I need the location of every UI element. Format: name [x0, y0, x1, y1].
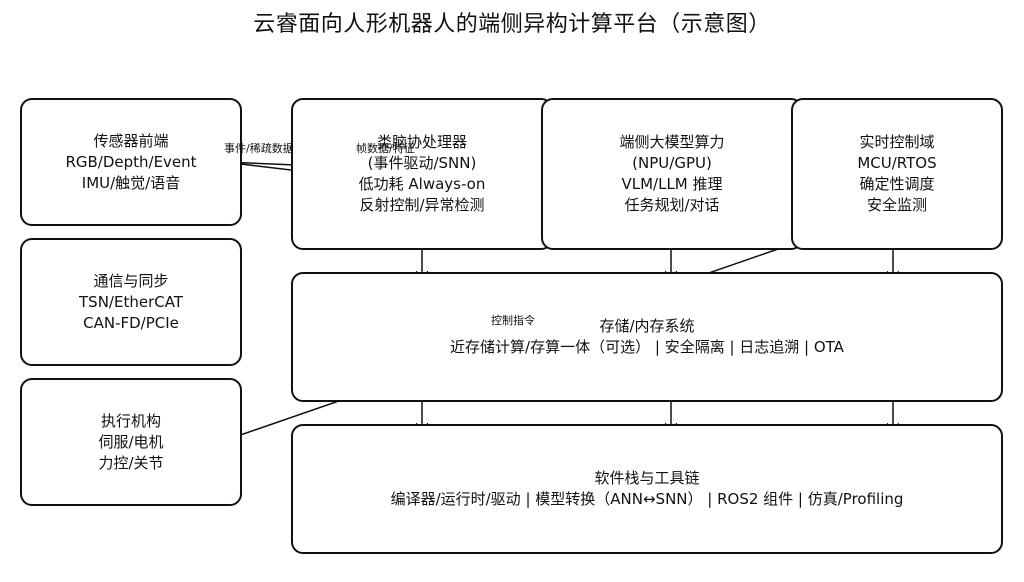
actuator-line-3: 力控/关节 [98, 453, 164, 472]
edge-label-sparse-data: 事件/稀疏数据 [224, 142, 294, 155]
edge-label-control-cmd: 控制指令 [491, 314, 535, 327]
neuro-line-2: (事件驱动/SNN) [367, 154, 477, 172]
neuro-line-3: 低功耗 Always-on [358, 175, 486, 193]
rt-line-3: 确定性调度 [859, 175, 935, 193]
storage-features: 近存储计算/存算一体（可选） | 安全隔离 | 日志追溯 | OTA [450, 338, 844, 356]
edge-label-frame-data: 帧数据/特征 [356, 142, 415, 155]
llm-line-4: 任务规划/对话 [624, 196, 720, 214]
rt-line-2: MCU/RTOS [857, 154, 937, 172]
sensor-line-2: RGB/Depth/Event [65, 152, 197, 171]
comm-line-2: TSN/EtherCAT [79, 292, 183, 311]
comm-title: 通信与同步 [93, 271, 169, 290]
llm-title: 端侧大模型算力 [619, 133, 725, 151]
neuro-line-4: 反射控制/异常检测 [359, 196, 485, 214]
neuro-title: 类脑协处理器 [376, 133, 467, 151]
storage-memory-box: 存储/内存系统 近存储计算/存算一体（可选） | 安全隔离 | 日志追溯 | O… [291, 272, 1003, 402]
sensor-title: 传感器前端 [93, 131, 169, 150]
sensor-line-3: IMU/触觉/语音 [81, 173, 181, 192]
actuator-title: 执行机构 [100, 411, 161, 430]
actuator-line-2: 伺服/电机 [98, 432, 164, 451]
llm-line-2: (NPU/GPU) [632, 154, 712, 172]
rt-line-4: 安全监测 [866, 196, 927, 214]
software-toolchain-box: 软件栈与工具链 编译器/运行时/驱动 | 模型转换（ANN↔SNN） | ROS… [291, 424, 1003, 554]
edge-llm-compute-box: 端侧大模型算力 (NPU/GPU) VLM/LLM 推理 任务规划/对话 [541, 98, 803, 250]
neuromorphic-coprocessor-box: 类脑协处理器 (事件驱动/SNN) 低功耗 Always-on 反射控制/异常检… [291, 98, 553, 250]
rt-title: 实时控制域 [859, 133, 935, 151]
comm-line-3: CAN-FD/PCIe [83, 313, 179, 332]
storage-title: 存储/内存系统 [599, 317, 695, 335]
software-features: 编译器/运行时/驱动 | 模型转换（ANN↔SNN） | ROS2 组件 | 仿… [390, 490, 904, 508]
sensor-frontend-box: 传感器前端 RGB/Depth/Event IMU/触觉/语音 [20, 98, 242, 226]
software-title: 软件栈与工具链 [594, 469, 700, 487]
realtime-control-box: 实时控制域 MCU/RTOS 确定性调度 安全监测 [791, 98, 1003, 250]
comm-sync-box: 通信与同步 TSN/EtherCAT CAN-FD/PCIe [20, 238, 242, 366]
actuator-box: 执行机构 伺服/电机 力控/关节 [20, 378, 242, 506]
llm-line-3: VLM/LLM 推理 [621, 175, 723, 193]
diagram-title: 云睿面向人形机器人的端侧异构计算平台（示意图） [253, 12, 771, 37]
